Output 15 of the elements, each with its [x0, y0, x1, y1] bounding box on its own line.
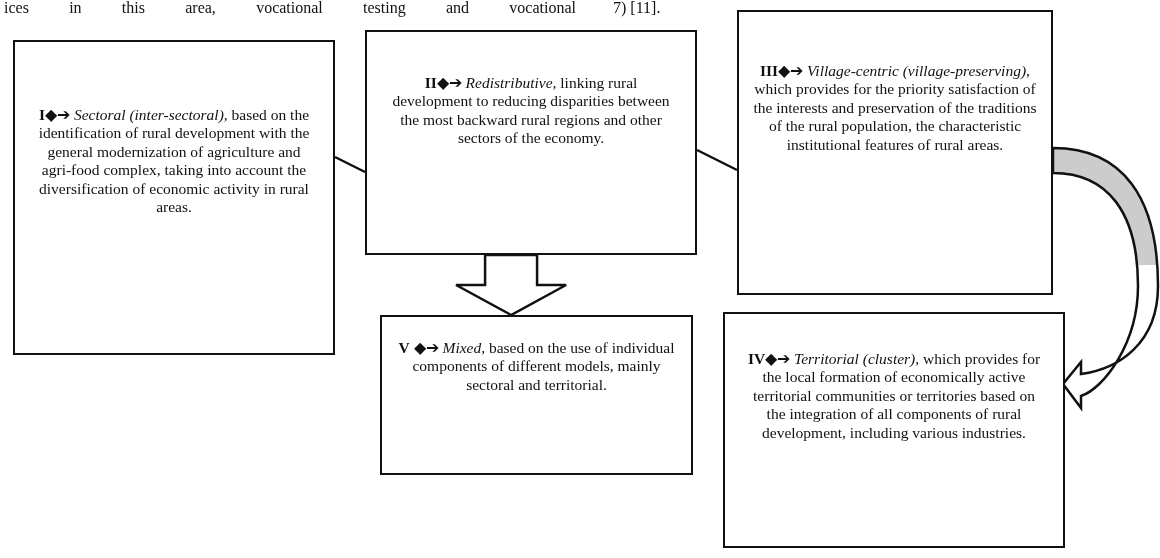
model-description: IV◆➔ Territorial (cluster), which provides for the local formation of economically active territorial communities or territories based on the integration of all components of rural development, including various industries. — [746, 350, 1042, 443]
connector-line — [334, 155, 366, 174]
model-box — [365, 30, 697, 255]
block-arrow — [1051, 146, 1160, 410]
connector-line — [696, 148, 738, 172]
model-description: III◆➔ Village-centric (village-preserving), which provides for the priority satisfaction of the interests and preservation of the traditions of the rural population, the characteristic institutional features of rural areas. — [753, 62, 1037, 155]
model-box — [380, 315, 693, 475]
model-box — [723, 312, 1065, 548]
model-description: V ◆➔ Mixed, based on the use of individual components of different models, mainly sectoral and territorial. — [398, 339, 675, 395]
body-text-fragment: ices in this area, vocational testing and vocational — [4, 0, 576, 16]
model-description: II◆➔ Redistributive, linking rural development to reducing disparities between the most backward rural regions and other sectors of the economy. — [391, 74, 671, 148]
model-box — [737, 10, 1053, 295]
model-description: I◆➔ Sectoral (inter-sectoral), based on the identification of rural development with the general modernization of agriculture and agri-food complex, taking into account the diversification of economic activity in rural areas. — [37, 106, 311, 217]
model-box — [13, 40, 335, 355]
block-arrow — [454, 253, 568, 317]
